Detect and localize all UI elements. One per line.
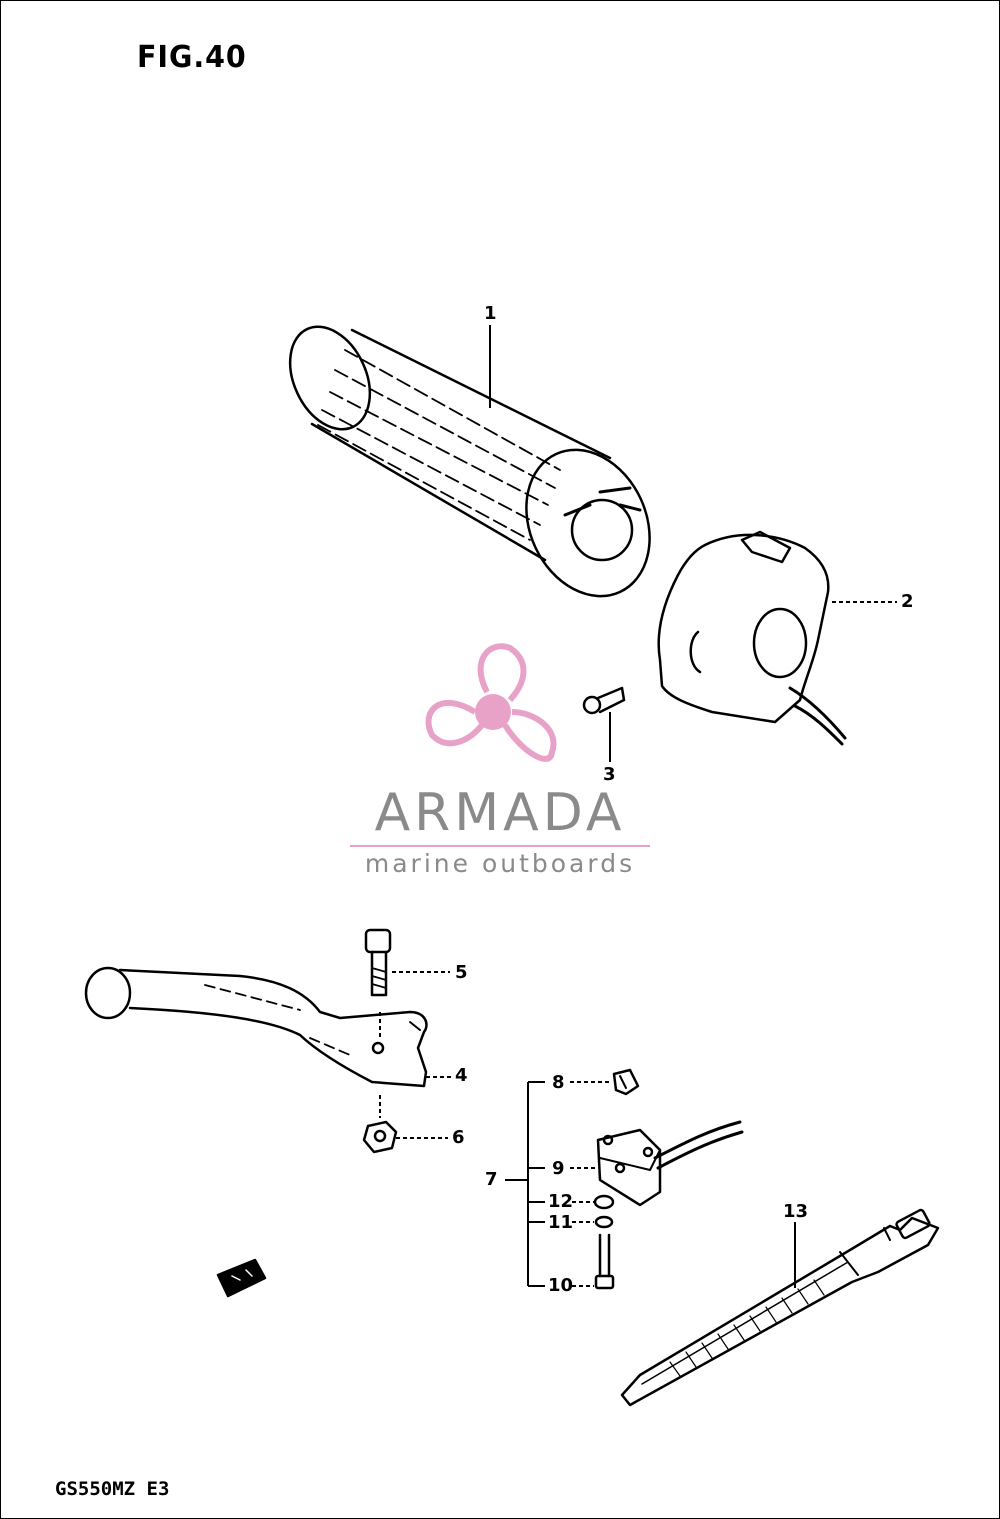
nut-drawing [362,1120,398,1154]
callout-5: 5 [455,962,468,983]
callout-6: 6 [452,1127,465,1148]
tag-part-drawing [216,1258,267,1298]
pivot-bolt-drawing [364,928,392,997]
callout-2: 2 [901,591,914,612]
washer-12-drawing [593,1194,615,1210]
watermark-divider [350,845,650,847]
callout-10: 10 [548,1275,574,1296]
handlebar-grip-drawing [288,325,651,598]
lock-washer-11-drawing [594,1215,614,1229]
leader-lines [379,325,897,1288]
callout-12: 12 [548,1191,574,1212]
watermark-propeller-icon [425,643,557,762]
callout-13: 13 [783,1201,809,1222]
switch-housing-drawing [657,530,847,746]
model-code: GS550MZ E3 [55,1478,170,1500]
callout-11: 11 [548,1212,574,1233]
figure-title: FIG.40 [137,40,247,75]
callout-7: 7 [485,1169,498,1190]
screw-3-drawing [582,686,626,715]
watermark-tagline: marine outboards [364,849,636,878]
switch-plate-drawing [612,1068,640,1096]
screw-10-drawing [594,1233,615,1290]
callout-9: 9 [552,1158,565,1179]
watermark-brand-name: ARMADA [374,783,626,843]
callout-4: 4 [455,1065,468,1086]
switch-with-cable-drawing [596,1120,744,1207]
callout-8: 8 [552,1072,565,1093]
cable-tie-drawing [620,1208,940,1407]
callout-1: 1 [484,303,497,324]
callout-3: 3 [603,764,616,785]
clutch-lever-drawing [84,966,428,1088]
